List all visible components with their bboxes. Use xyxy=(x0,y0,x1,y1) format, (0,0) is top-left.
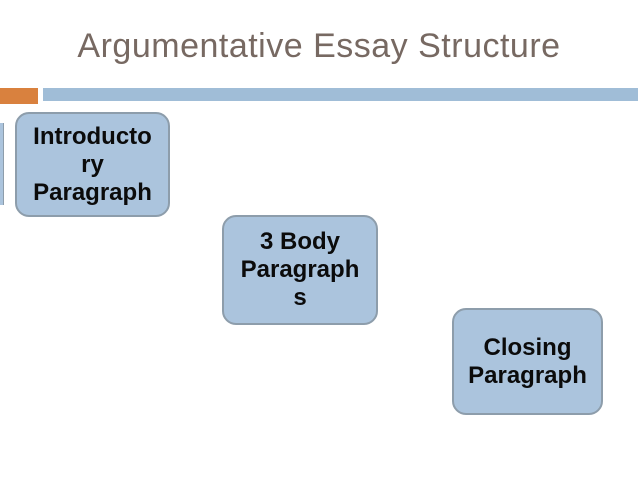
box-text-line: Paragraph xyxy=(468,361,587,389)
orange-accent-square xyxy=(0,88,38,104)
clipped-shape-left-edge xyxy=(0,123,4,205)
box-text-line: Paragraph xyxy=(240,256,360,283)
box-text-line: 3 Body xyxy=(259,228,340,255)
box-text-line: Paragraph xyxy=(33,178,152,206)
box-introductory-paragraph: Introducto ry Paragraph xyxy=(15,112,170,217)
blue-accent-bar xyxy=(43,88,638,101)
box-closing-paragraph: Closing Paragraph xyxy=(452,308,603,415)
box-text-line: s xyxy=(293,284,307,311)
box-body-paragraphs: 3 Body Paragraph s xyxy=(222,215,378,325)
slide-title: Argumentative Essay Structure xyxy=(77,27,561,65)
box-text-line: Closing xyxy=(483,333,572,361)
box-text-line: Introducto xyxy=(33,122,152,150)
box-text-line: ry xyxy=(81,150,104,178)
